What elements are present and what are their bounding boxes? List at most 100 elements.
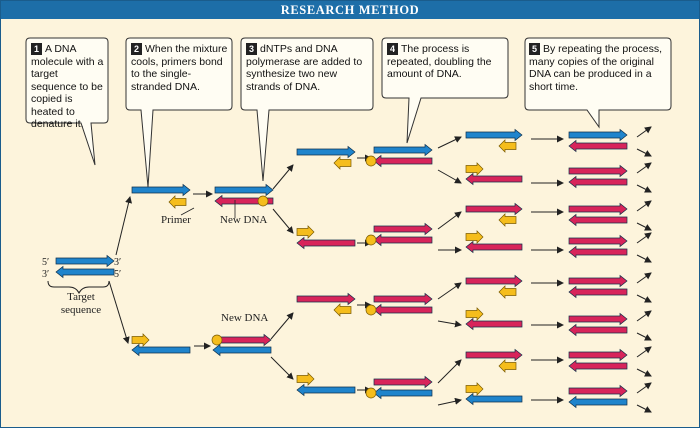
stage4-top-2 bbox=[373, 292, 433, 306]
stage3-primer-1 bbox=[296, 225, 315, 239]
polymerase-stage2-bottom bbox=[211, 334, 223, 346]
callout-box-3 bbox=[240, 37, 374, 182]
step-5-badge: 5 bbox=[529, 43, 540, 55]
primer-leader-line bbox=[180, 207, 195, 216]
primer-top bbox=[168, 195, 187, 209]
figure-header: RESEARCH METHOD bbox=[1, 1, 699, 19]
step-4-text: The process is repeated, doubling the am… bbox=[387, 43, 492, 80]
stage5-strand-7 bbox=[465, 392, 523, 406]
stage5-primer-6 bbox=[498, 359, 517, 373]
polymerase-stage2-top bbox=[257, 195, 269, 207]
arrow-to-top-branch bbox=[115, 196, 132, 256]
step-3-badge: 3 bbox=[246, 43, 257, 55]
stage5-strand-4 bbox=[465, 274, 523, 288]
arrow-stage4-stage5-6 bbox=[437, 359, 462, 384]
stage5-strand-1 bbox=[465, 172, 523, 186]
stage6-top-1 bbox=[568, 164, 628, 178]
stage4-polymerase-3 bbox=[365, 387, 377, 399]
callout-box-2 bbox=[125, 37, 233, 188]
label-3-prime-top: 3′ bbox=[114, 257, 122, 268]
stage3-top-0 bbox=[296, 145, 356, 159]
arrow-stage4-stage5-5 bbox=[437, 320, 462, 328]
stage4-top-0 bbox=[373, 143, 433, 157]
stage5-strand-6 bbox=[465, 348, 523, 362]
stage6-bottom-1 bbox=[568, 175, 628, 189]
stage5-primer-7 bbox=[465, 382, 484, 396]
separated-strand-top bbox=[131, 183, 191, 197]
arrow-stage4-stage5-0 bbox=[437, 136, 462, 149]
stage6-bottom-3 bbox=[568, 245, 628, 259]
stage6-bottom-6 bbox=[568, 359, 628, 373]
stage5-primer-3 bbox=[465, 230, 484, 244]
stage6-top-4 bbox=[568, 274, 628, 288]
arrow-out-up-6 bbox=[636, 346, 652, 358]
stage6-top-3 bbox=[568, 234, 628, 248]
arrow-stage4-stage5-2 bbox=[437, 211, 462, 230]
arrow-stage2-bottom-up bbox=[270, 312, 294, 340]
arrow-stage4-stage5-7 bbox=[437, 397, 462, 406]
callout-boxes bbox=[25, 37, 672, 188]
arrow-out-up-2 bbox=[636, 200, 652, 212]
stage5-primer-5 bbox=[465, 307, 484, 321]
arrow-to-bottom-branch bbox=[108, 280, 130, 344]
arrow-out-down-7 bbox=[636, 404, 652, 413]
label-5-prime-bottom: 5′ bbox=[114, 269, 122, 280]
primers bbox=[131, 139, 517, 399]
arrow-stage2-top-up bbox=[272, 164, 294, 190]
primer-bottom bbox=[131, 333, 150, 347]
step-4-badge: 4 bbox=[387, 43, 398, 55]
stage3-primer-3 bbox=[296, 372, 315, 386]
separated-strand-bottom bbox=[131, 343, 191, 357]
new-dna-stage2-bottom bbox=[212, 333, 272, 347]
stage4-polymerase-0 bbox=[365, 155, 377, 167]
arrow-out-up-3 bbox=[636, 232, 652, 244]
stage6-bottom-0 bbox=[568, 139, 628, 153]
template-stage2-bottom bbox=[212, 343, 272, 357]
stage5-primer-2 bbox=[498, 213, 517, 227]
target-sequence-brace bbox=[47, 280, 110, 295]
stage5-strand-0 bbox=[465, 128, 523, 142]
stage4-bottom-0 bbox=[373, 154, 433, 168]
stage4-top-1 bbox=[373, 222, 433, 236]
stage6-top-2 bbox=[568, 202, 628, 216]
arrow-out-up-7 bbox=[636, 382, 652, 394]
stage3-primer-2 bbox=[333, 303, 352, 317]
label-3-prime-bottom: 3′ bbox=[42, 269, 50, 280]
callout-box-4 bbox=[381, 37, 509, 144]
primer-label: Primer bbox=[161, 214, 191, 226]
stage4-bottom-1 bbox=[373, 233, 433, 247]
step-1-badge: 1 bbox=[31, 43, 42, 55]
stage5-strand-5 bbox=[465, 317, 523, 331]
arrow-out-down-2 bbox=[636, 222, 652, 231]
stage5-primer-4 bbox=[498, 285, 517, 299]
stage4-bottom-3 bbox=[373, 386, 433, 400]
stage4-polymerase-2 bbox=[365, 304, 377, 316]
stage3-bottom-1 bbox=[296, 236, 356, 250]
dna-strands bbox=[55, 128, 628, 409]
arrow-stage4-stage5-4 bbox=[437, 282, 462, 300]
target-sequence-label: Target sequence bbox=[60, 291, 102, 316]
arrow-out-up-4 bbox=[636, 272, 652, 284]
stage6-top-6 bbox=[568, 348, 628, 362]
stage6-top-0 bbox=[568, 128, 628, 142]
new-dna-label-bottom: New DNA bbox=[221, 312, 269, 324]
arrow-out-down-5 bbox=[636, 332, 652, 341]
new-dna-label-top: New DNA bbox=[220, 214, 268, 226]
arrow-out-down-6 bbox=[636, 368, 652, 377]
stage6-bottom-4 bbox=[568, 285, 628, 299]
stage6-bottom-5 bbox=[568, 323, 628, 337]
arrow-out-down-1 bbox=[636, 184, 652, 193]
stage6-bottom-7 bbox=[568, 395, 628, 409]
stage5-strand-2 bbox=[465, 202, 523, 216]
pcr-diagram bbox=[25, 37, 672, 413]
stage6-top-7 bbox=[568, 384, 628, 398]
arrow-out-up-1 bbox=[636, 162, 652, 174]
arrow-stage2-bottom-down bbox=[270, 356, 294, 380]
arrow-stage2-top-down bbox=[272, 208, 294, 234]
